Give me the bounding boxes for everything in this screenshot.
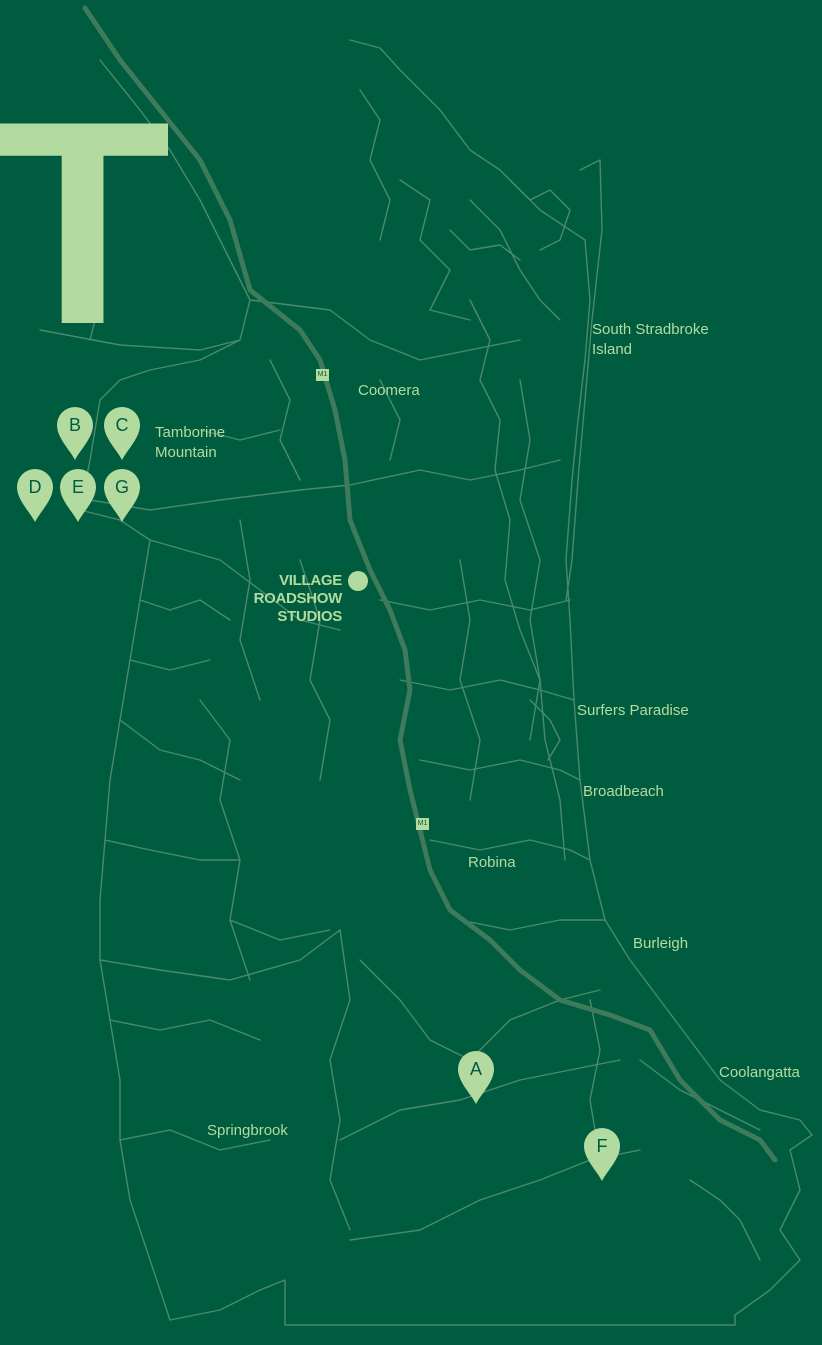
- map-pin-icon: [17, 469, 53, 522]
- map-pin-a[interactable]: A: [457, 1050, 495, 1105]
- map-pin-icon: [458, 1051, 494, 1104]
- map-pin-icon: [60, 469, 96, 522]
- map-pin-b[interactable]: B: [56, 406, 94, 461]
- map-pin-icon: [584, 1128, 620, 1181]
- headline-fragment: T: [0, 61, 171, 385]
- label-robina: Robina: [468, 854, 516, 871]
- stradbroke-spit: [565, 159, 603, 601]
- label-tamborine-mountain: Tamborine Mountain: [155, 424, 226, 461]
- label-broadbeach: Broadbeach: [583, 783, 664, 800]
- label-surfers-paradise: Surfers Paradise: [577, 702, 689, 719]
- label-burleigh: Burleigh: [633, 935, 689, 952]
- map-pin-e[interactable]: E: [59, 468, 97, 523]
- map-pin-f[interactable]: F: [583, 1127, 621, 1182]
- label-coolangatta: Coolangatta: [719, 1064, 800, 1081]
- label-coomera: Coomera: [358, 382, 420, 399]
- map-pin-d[interactable]: D: [16, 468, 54, 523]
- map-pin-icon: [57, 407, 93, 460]
- highway-shield-icon: M1: [316, 369, 329, 381]
- western-boundary: [79, 59, 251, 1321]
- highway-shield-icon: M1: [416, 818, 429, 830]
- southern-boundary: [169, 1279, 736, 1326]
- label-south-stradbroke: South Stradbroke Island: [592, 321, 709, 358]
- map-pin-c[interactable]: C: [103, 406, 141, 461]
- label-springbrook: Springbrook: [207, 1122, 288, 1139]
- map-pin-icon: [104, 469, 140, 522]
- map-pin-g[interactable]: G: [103, 468, 141, 523]
- location-dot-icon[interactable]: [348, 571, 368, 591]
- coastline: [349, 39, 813, 1316]
- map-pin-icon: [104, 407, 140, 460]
- label-village-roadshow-studios: VILLAGE ROADSHOW STUDIOS: [253, 572, 343, 625]
- m1-highway: [82, 5, 778, 1163]
